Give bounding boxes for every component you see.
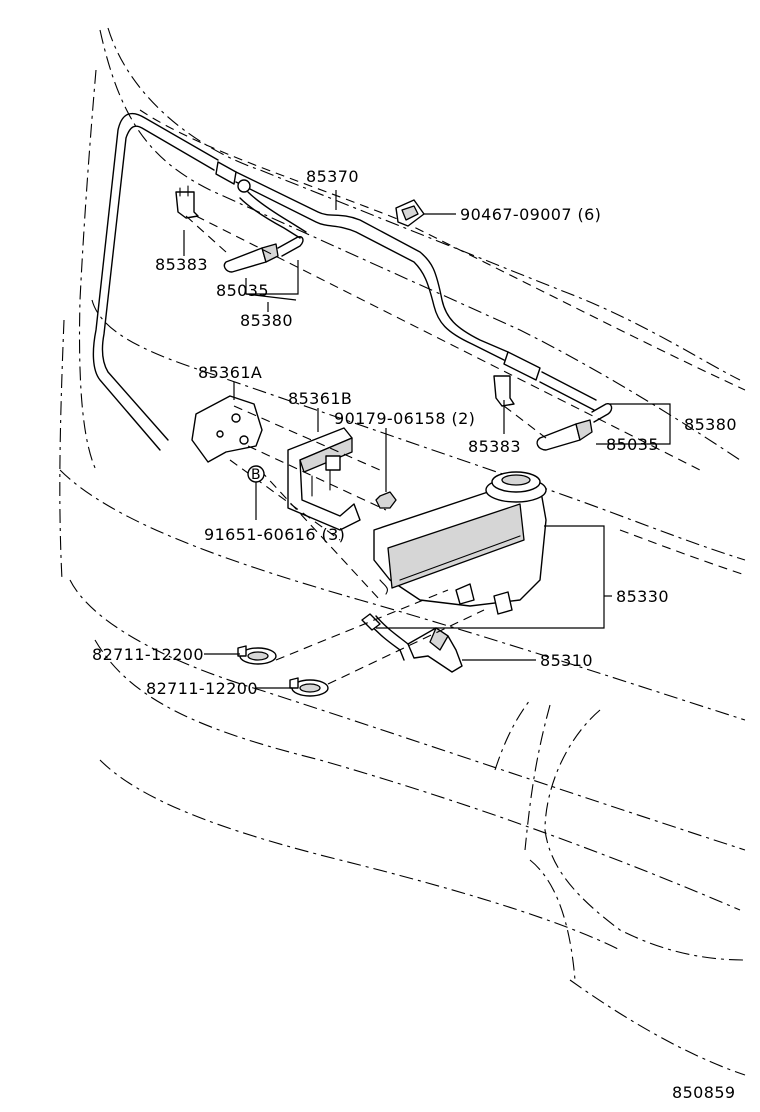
washer-hose [92, 112, 597, 451]
label-85361b: 85361B [288, 389, 352, 408]
vehicle-outline [59, 27, 746, 1076]
hose-clip [395, 199, 425, 227]
label-85383-right: 85383 [468, 437, 521, 456]
washer-tank [373, 471, 547, 615]
label-85310: 85310 [540, 651, 593, 670]
bracket-a [191, 395, 263, 463]
left-nozzle-assembly [175, 185, 304, 273]
diagram-id: 850859 [672, 1083, 735, 1102]
label-90467-09007: 90467-09007 (6) [460, 205, 601, 224]
label-85330: 85330 [616, 587, 669, 606]
label-85380-left: 85380 [240, 311, 293, 330]
right-nozzle-assembly [493, 375, 613, 451]
label-85035-left: 85035 [216, 281, 269, 300]
label-90179-06158: 90179-06158 (2) [334, 409, 475, 428]
part-labels: 85370 90467-09007 (6) 85383 85035 85380 … [92, 167, 737, 1102]
label-91651-60616: 91651-60616 (3) [204, 525, 345, 544]
bolt-marker: B [247, 465, 265, 483]
bracket-b [287, 427, 361, 531]
label-85370: 85370 [306, 167, 359, 186]
label-85380-right: 85380 [684, 415, 737, 434]
washer-pump [361, 613, 463, 673]
label-82711-12200-2: 82711-12200 [146, 679, 258, 698]
label-82711-12200-1: 82711-12200 [92, 645, 204, 664]
label-85383-left: 85383 [155, 255, 208, 274]
label-85035-right: 85035 [606, 435, 659, 454]
bolt-marker-letter: B [251, 467, 261, 483]
label-85361a: 85361A [198, 363, 262, 382]
nut [375, 491, 397, 509]
leader-lines [183, 190, 671, 689]
